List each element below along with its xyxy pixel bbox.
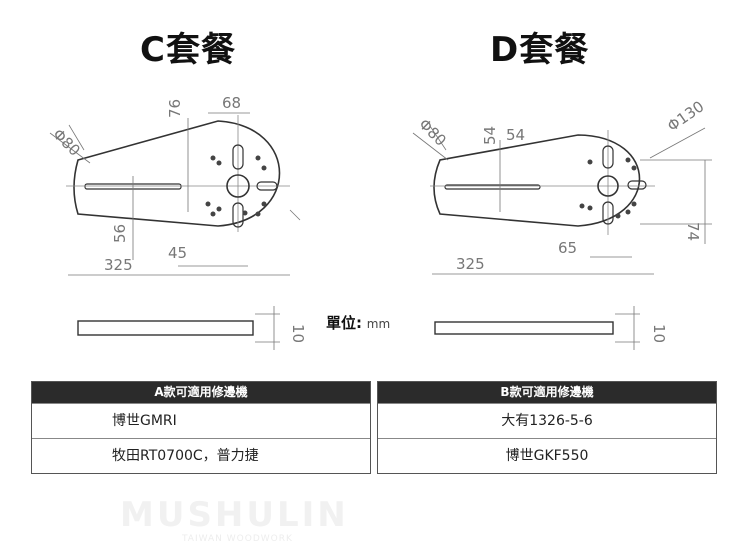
dim-c-top-width: 68 [222,94,241,112]
table-a-header: A款可適用修邊機 [32,382,370,403]
dim-c-length: 325 [104,256,133,274]
dim-d-phi: Φ80 [415,115,450,150]
plate-c-side-view [77,306,280,350]
table-row: 博世GMRI [32,403,370,438]
dim-d-phi-large: Φ130 [664,97,707,135]
plate-c-drawing [49,112,301,276]
watermark: MUSHULIN [120,495,349,535]
dim-d-length: 325 [456,255,485,273]
dim-c-side: 56 [111,224,129,243]
dim-d-top-width: 54 [506,126,525,144]
unit-note: 單位: mm [326,312,390,333]
dim-d-thickness: 10 [650,324,668,343]
table-a: A款可適用修邊機 博世GMRI 牧田RT0700C，普力捷 [31,381,371,474]
table-row: 博世GKF550 [378,438,716,473]
technical-drawings: Φ80 76 68 56 45 325 10 Φ80 [49,94,712,350]
table-b-header: B款可適用修邊機 [378,382,716,403]
package-c-title: C套餐 [140,30,236,70]
plate-d-side-view [434,306,640,350]
table-row: 牧田RT0700C，普力捷 [32,438,370,473]
watermark-subtitle: TAIWAN WOODWORK [182,534,293,544]
dim-d-right-height: 74 [684,222,702,241]
dim-d-top-height: 54 [481,126,499,145]
plate-d-drawing [412,125,712,275]
unit-label: 單位: [326,314,362,332]
package-d-title: D套餐 [490,30,590,70]
dim-c-top-height: 76 [166,99,184,118]
dim-c-bottom-small: 45 [168,244,187,262]
table-row: 大有1326-5-6 [378,403,716,438]
dim-d-bottom-small: 65 [558,239,577,257]
dim-c-thickness: 10 [289,324,307,343]
table-b: B款可適用修邊機 大有1326-5-6 博世GKF550 [377,381,717,474]
unit-value: mm [366,317,391,331]
